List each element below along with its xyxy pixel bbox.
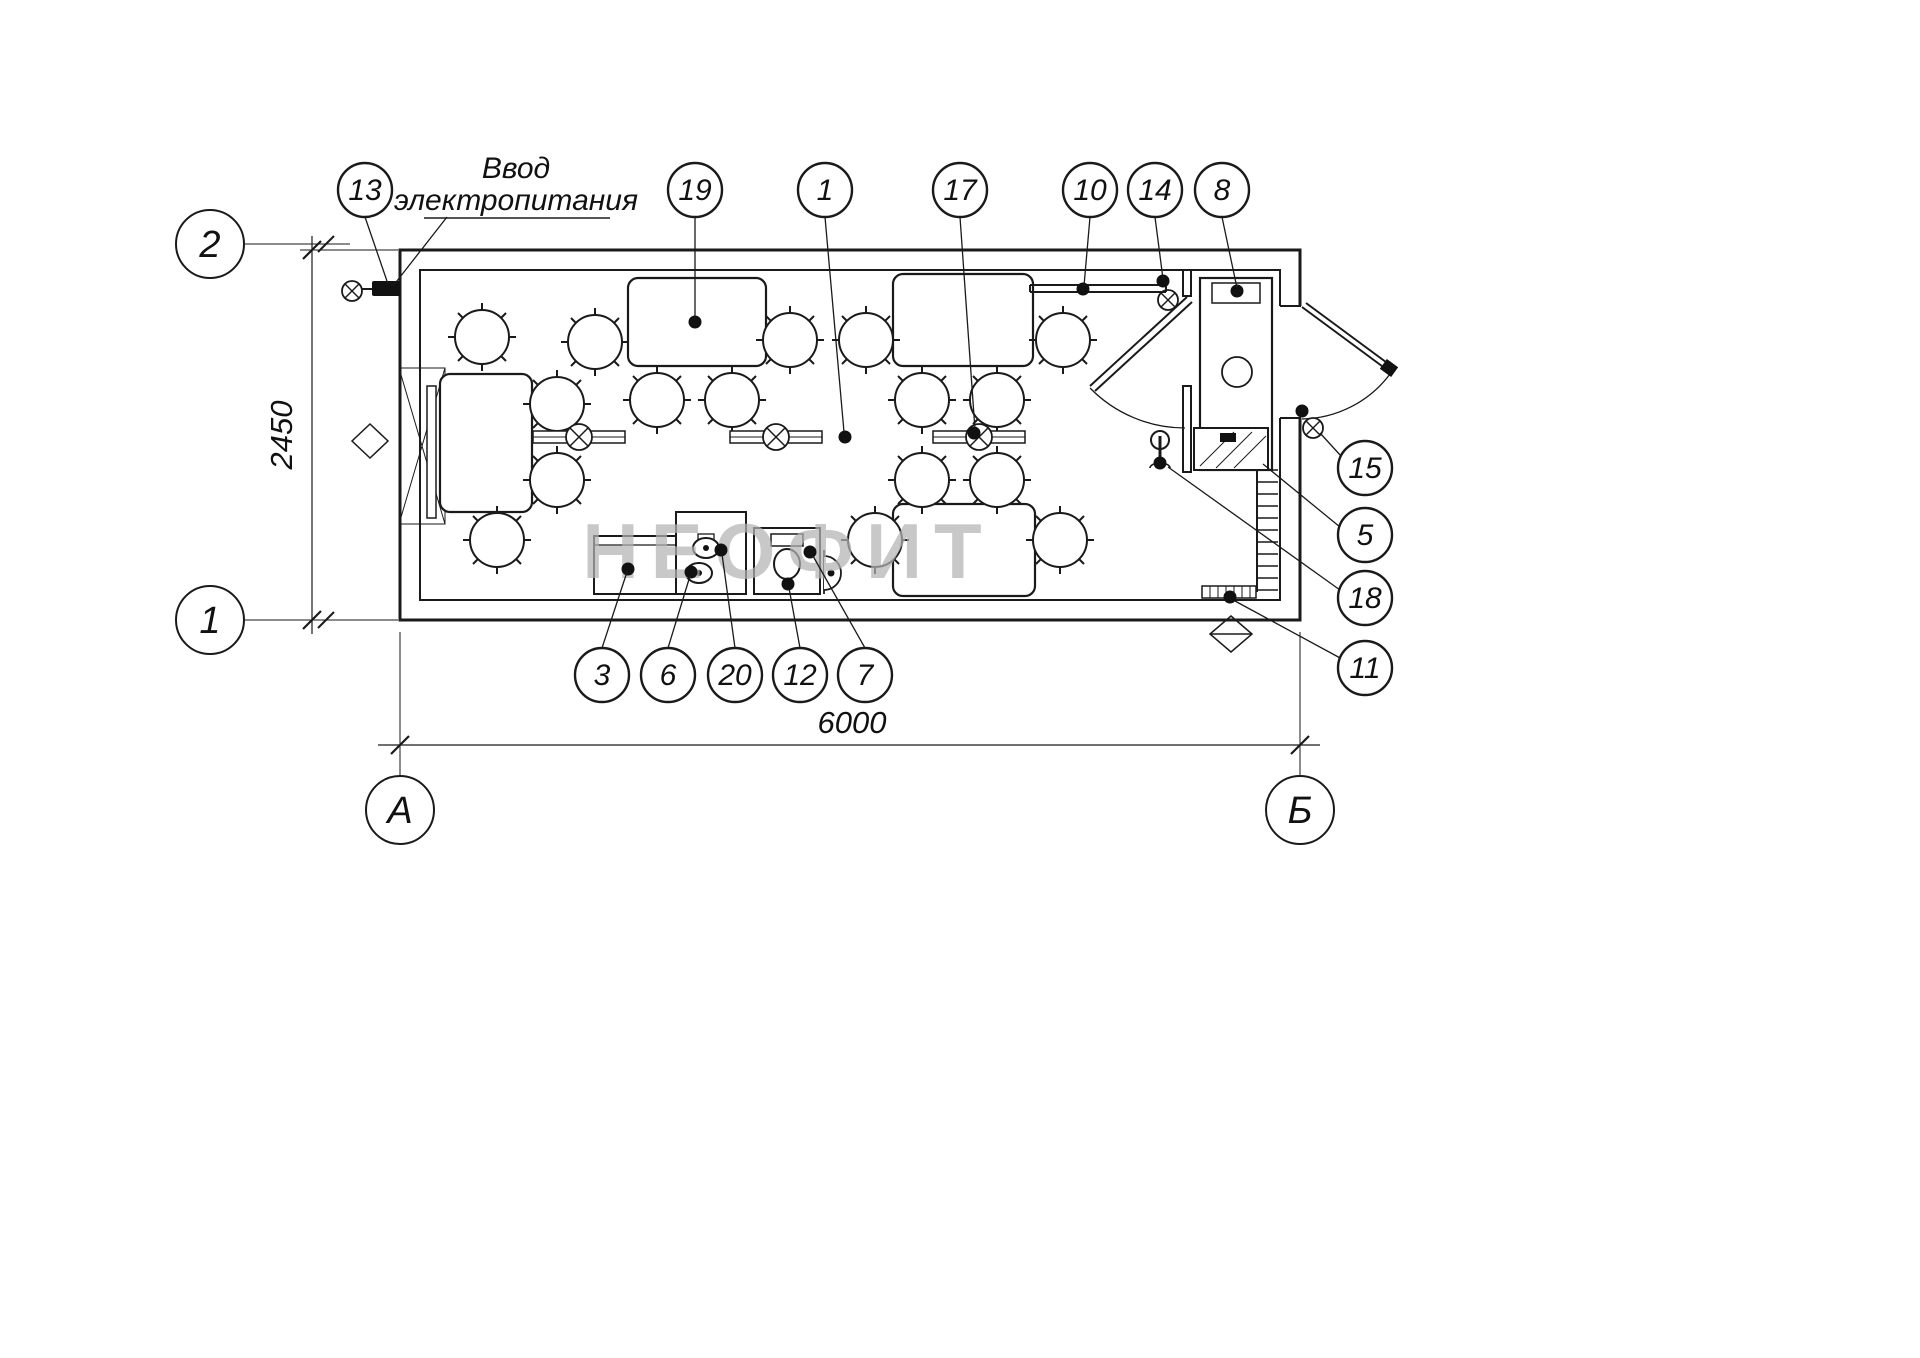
partition-wall xyxy=(1182,269,1192,473)
callout-3-label: 3 xyxy=(594,659,611,692)
power-note-line2: электропитания xyxy=(394,184,638,217)
axis-markers: 2 1 А Б xyxy=(175,209,1335,845)
exterior-vent-diamond xyxy=(1208,615,1254,653)
dim-width-label: 6000 xyxy=(818,705,887,740)
building-walls xyxy=(398,248,1303,622)
callout-13-label: 13 xyxy=(348,174,382,207)
callout-5-label: 5 xyxy=(1357,519,1374,552)
dimension-horizontal xyxy=(378,632,1320,776)
power-note-line1: Ввод xyxy=(482,152,550,185)
stool xyxy=(1025,505,1095,575)
sink-unit xyxy=(675,511,747,595)
callout-14-label: 14 xyxy=(1138,174,1171,207)
callout-8-label: 8 xyxy=(1214,174,1231,207)
door-handle xyxy=(1379,359,1399,377)
callouts: 13 19 1 17 10 14 8 3 6 20 12 7 15 5 18 1… xyxy=(336,161,1394,704)
callout-12-label: 12 xyxy=(783,659,817,692)
exterior-door xyxy=(1301,302,1399,420)
dim-depth-label: 2450 xyxy=(264,401,299,471)
axis-colA-label: А xyxy=(385,790,412,832)
axis-colB-label: Б xyxy=(1288,790,1313,832)
washbasin xyxy=(823,550,842,594)
callout-19-label: 19 xyxy=(678,174,712,207)
stool xyxy=(831,305,901,375)
callout-7-label: 7 xyxy=(857,659,875,692)
callout-18-label: 18 xyxy=(1348,582,1382,615)
callout-15-label: 15 xyxy=(1348,452,1382,485)
counter-unit xyxy=(593,535,683,595)
wall-ladder xyxy=(1256,469,1278,592)
callout-17-label: 17 xyxy=(943,174,978,207)
watermark: НЕОФИТ xyxy=(582,507,993,595)
stool xyxy=(447,302,517,372)
right-room-counter xyxy=(1193,427,1269,471)
radiator-top-right xyxy=(1029,284,1167,293)
callout-1-label: 1 xyxy=(817,174,834,207)
table-left xyxy=(438,372,534,514)
callout-6-label: 6 xyxy=(660,659,677,692)
stool xyxy=(697,365,767,435)
stool xyxy=(887,445,957,515)
axis-row1-label: 1 xyxy=(199,600,220,642)
callout-10-label: 10 xyxy=(1073,174,1107,207)
fan-circle xyxy=(1221,356,1253,388)
interior-door xyxy=(1089,296,1193,429)
stool xyxy=(755,305,825,375)
fan-icon xyxy=(565,423,593,451)
left-vent-diamond xyxy=(350,422,390,460)
stool xyxy=(887,365,957,435)
stool xyxy=(1028,305,1098,375)
fan-icon xyxy=(762,423,790,451)
axis-row2-label: 2 xyxy=(198,224,220,266)
table-top-right xyxy=(891,272,1035,368)
power-input-box xyxy=(358,281,400,296)
wall-light-icon xyxy=(341,280,363,302)
stool xyxy=(622,365,692,435)
stool xyxy=(462,505,532,575)
callout-11-label: 11 xyxy=(1349,652,1380,685)
callout-20-label: 20 xyxy=(717,659,752,692)
stool xyxy=(962,445,1032,515)
wall-panel xyxy=(426,385,437,519)
wall-light-icon xyxy=(1302,417,1324,439)
door-opening xyxy=(1278,306,1303,418)
tap-icon xyxy=(1220,433,1236,442)
stool xyxy=(522,445,592,515)
leader-lines xyxy=(364,216,1343,660)
power-note: Ввод электропитания xyxy=(394,152,638,219)
stool xyxy=(560,307,630,377)
left-window-hatch xyxy=(398,367,446,525)
toilet-tank xyxy=(770,533,804,547)
